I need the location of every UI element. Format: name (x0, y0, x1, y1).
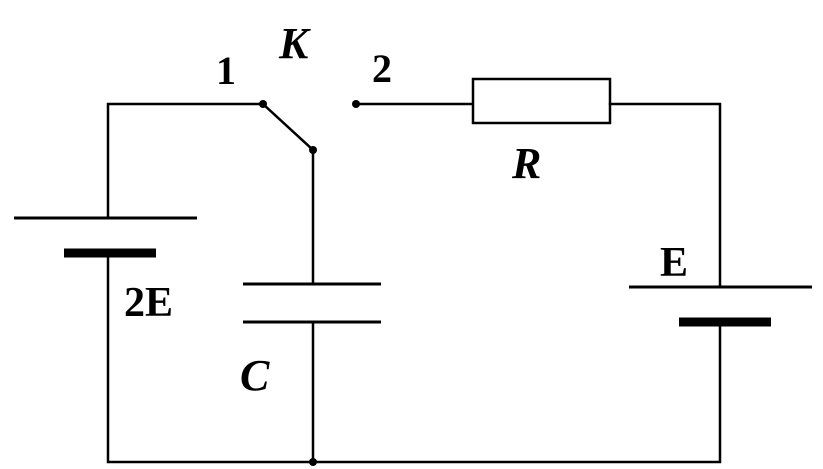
wire-right-bottom (311, 320, 722, 464)
switch-blade (261, 102, 315, 152)
wire-resistor-to-battery-e (608, 102, 722, 289)
source-2e-label: 2E (124, 280, 173, 326)
contact-2-label: 2 (372, 46, 392, 91)
switch-contact-1 (259, 100, 267, 108)
wire-left-bottom (106, 251, 315, 464)
source-e-label: E (660, 240, 688, 286)
contact-1-label: 1 (216, 48, 236, 93)
switch-label: K (278, 19, 311, 68)
capacitor-label: C (240, 351, 270, 400)
wire-left-top (106, 102, 265, 220)
resistor-label: R (511, 139, 541, 188)
resistor (471, 77, 612, 125)
